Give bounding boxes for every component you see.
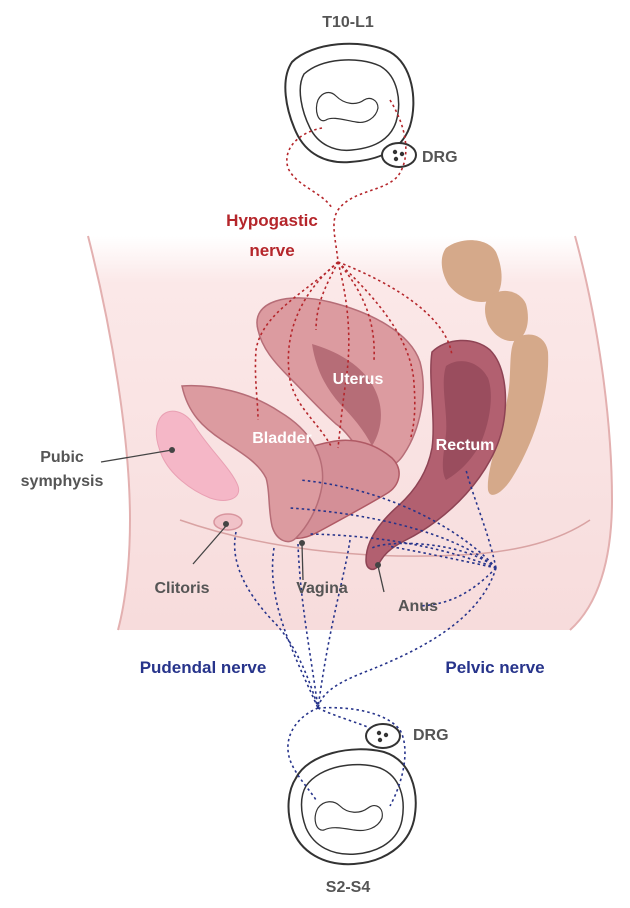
clitoris-label: Clitoris [154, 580, 209, 597]
drg-icon-bottom [366, 724, 400, 748]
spinal-section-bottom [289, 749, 416, 864]
spine-bottom-label: S2-S4 [326, 879, 371, 896]
drg-top-label: DRG [422, 149, 458, 166]
pudendal-label: Pudendal nerve [140, 658, 267, 677]
drg-bottom-label: DRG [413, 727, 449, 744]
rectum-label: Rectum [436, 437, 495, 454]
bladder-label: Bladder [252, 430, 312, 447]
anus-label: Anus [398, 598, 438, 615]
spine-top-label: T10-L1 [322, 14, 374, 31]
pubic-label-line1: Pubic [40, 449, 84, 466]
hypogastric-label-line1: Hypogastic [226, 211, 318, 230]
uterus-label: Uterus [333, 371, 384, 388]
hypogastric-label-line2: nerve [249, 241, 294, 260]
vagina-label: Vagina [296, 580, 348, 597]
pubic-label-line2: symphysis [21, 473, 104, 490]
drg-icon-top [382, 143, 416, 167]
pelvic-label: Pelvic nerve [445, 658, 544, 677]
